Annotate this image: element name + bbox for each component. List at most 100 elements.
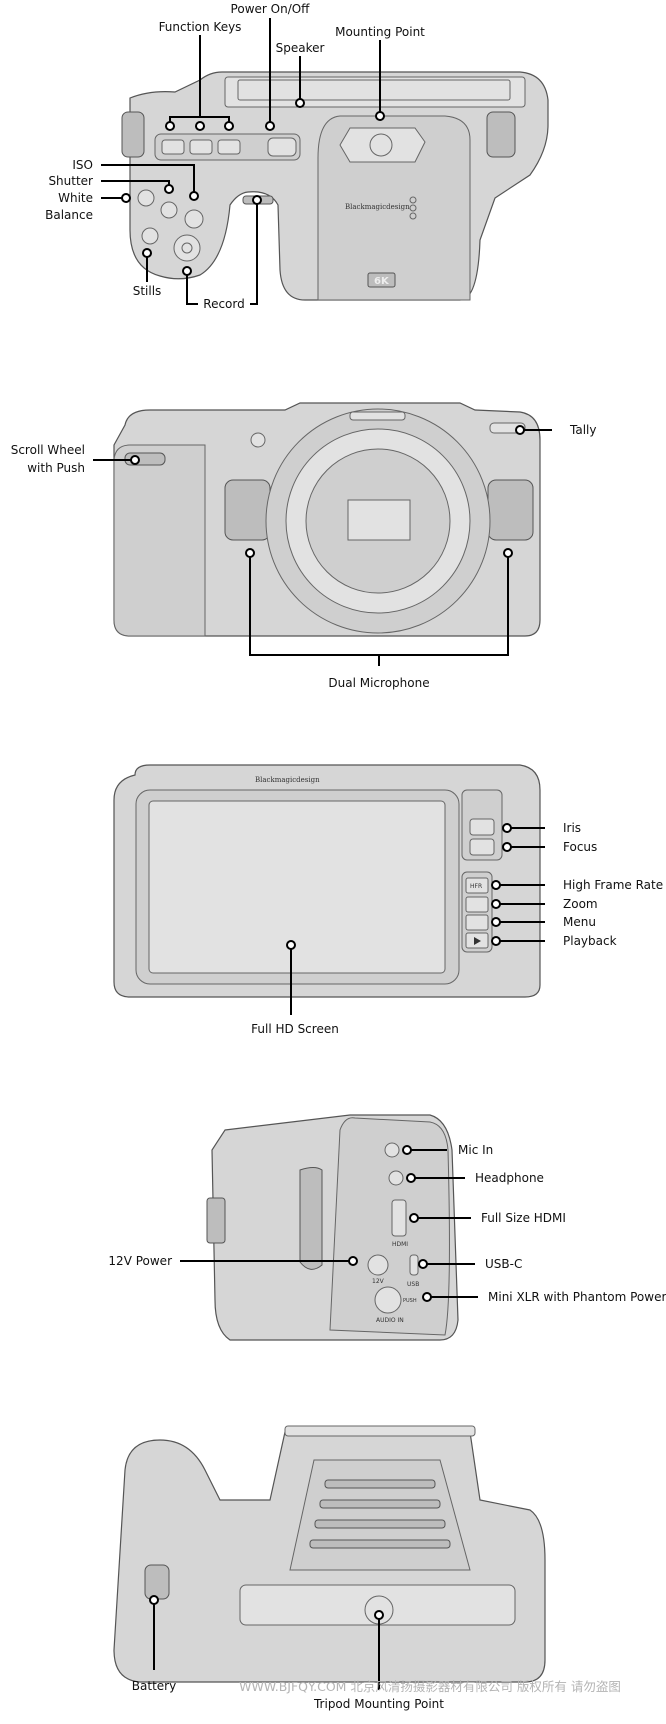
label-full-hd-screen: Full HD Screen	[251, 1022, 339, 1036]
back-brand-text: Blackmagicdesign	[255, 776, 320, 784]
hfr-button[interactable]	[465, 877, 489, 894]
brand-dot	[409, 204, 417, 212]
leader-side-ports	[180, 1149, 478, 1298]
label-mini-xlr: Mini XLR with Phantom Power	[488, 1290, 666, 1304]
power-switch[interactable]	[267, 137, 297, 157]
callout-zoom	[491, 899, 501, 909]
label-speaker: Speaker	[276, 41, 325, 55]
hdmi-port[interactable]	[391, 1199, 407, 1237]
leader-iso	[101, 164, 195, 196]
label-high-frame-rate: High Frame Rate	[563, 878, 663, 892]
brand-dot	[409, 196, 417, 204]
record-button-center	[181, 242, 193, 254]
vent-area	[289, 1459, 471, 1571]
focus-button[interactable]	[469, 838, 495, 856]
label-with-push: with Push	[27, 461, 85, 475]
top-view: Blackmagicdesign 6K	[45, 2, 549, 311]
label-scroll-wheel: Scroll Wheel	[11, 443, 85, 457]
callout-record-2	[252, 195, 262, 205]
top-screen-inner	[237, 79, 511, 101]
side-grille	[299, 1167, 323, 1270]
6k-badge-text: 6K	[374, 276, 390, 287]
label-balance: Balance	[45, 208, 93, 222]
callout-mounting-point	[375, 111, 385, 121]
leader-back-buttons	[496, 827, 545, 942]
function-key-1[interactable]	[161, 139, 185, 155]
callout-record	[182, 266, 192, 276]
sensor	[347, 499, 411, 541]
label-headphone: Headphone	[475, 1171, 544, 1185]
mic-grille-right	[487, 479, 534, 541]
callout-mic-left	[245, 548, 255, 558]
hdmi-port-text: HDMI	[392, 1241, 408, 1248]
label-power: Power On/Off	[231, 2, 311, 16]
bottom-top-edge	[284, 1425, 476, 1437]
label-record: Record	[203, 297, 244, 311]
label-mic-in: Mic In	[458, 1143, 493, 1157]
label-battery: Battery	[132, 1679, 176, 1693]
brand-logo-text: Blackmagicdesign	[345, 203, 410, 211]
leader-record-2	[250, 200, 258, 305]
stills-button[interactable]	[141, 227, 159, 245]
play-icon	[474, 937, 481, 945]
callout-shutter	[164, 184, 174, 194]
12v-port[interactable]	[367, 1254, 389, 1276]
callout-usb-c	[418, 1259, 428, 1269]
callout-playback	[491, 936, 501, 946]
callout-hdmi	[409, 1213, 419, 1223]
usb-port-text: USB	[407, 1281, 419, 1288]
callout-12v	[348, 1256, 358, 1266]
iso-button[interactable]	[184, 209, 204, 229]
mic-grille-left	[224, 479, 271, 541]
callout-mic-right	[503, 548, 513, 558]
headphone-port[interactable]	[388, 1170, 404, 1186]
mini-xlr-port[interactable]	[374, 1286, 402, 1314]
iris-button[interactable]	[469, 818, 495, 836]
label-stills: Stills	[133, 284, 162, 298]
function-key-2[interactable]	[189, 139, 213, 155]
brand-dot	[409, 212, 417, 220]
battery-door-latch[interactable]	[144, 1564, 170, 1600]
white-balance-button[interactable]	[137, 189, 155, 207]
front-button	[250, 432, 266, 448]
full-hd-screen[interactable]	[148, 800, 446, 974]
leader-record	[186, 271, 198, 305]
callout-mic-in	[402, 1145, 412, 1155]
record-button[interactable]	[173, 234, 201, 262]
callout-iso	[189, 191, 199, 201]
callout-headphone	[406, 1173, 416, 1183]
label-iris: Iris	[563, 821, 581, 835]
shutter-button[interactable]	[160, 201, 178, 219]
zoom-button[interactable]	[465, 896, 489, 913]
function-key-3[interactable]	[217, 139, 241, 155]
label-dual-microphone: Dual Microphone	[328, 676, 429, 690]
label-shutter: Shutter	[48, 174, 93, 188]
callout-iris	[502, 823, 512, 833]
callout-power	[265, 121, 275, 131]
audio-in-text: AUDIO IN	[376, 1317, 404, 1324]
vent-grille	[309, 1479, 451, 1549]
12v-port-text: 12V	[372, 1278, 385, 1285]
label-iso: ISO	[72, 158, 93, 172]
callout-fn2	[195, 121, 205, 131]
label-12v-power: 12V Power	[108, 1254, 172, 1268]
label-function-keys: Function Keys	[159, 20, 242, 34]
label-white: White	[58, 191, 93, 205]
front-view: Tally Scroll Wheel with Push Dual Microp…	[11, 402, 596, 690]
side-mount	[206, 1197, 226, 1244]
usb-c-port[interactable]	[409, 1254, 419, 1276]
label-usb-c: USB-C	[485, 1257, 522, 1271]
watermark: WWW.BJFQY.COM 北京风清扬摄影器材有限公司 版权所有 请勿盗图	[239, 1679, 621, 1694]
bottom-view: Battery WWW.BJFQY.COM 北京风清扬摄影器材有限公司 版权所有…	[113, 1425, 621, 1711]
label-tally: Tally	[569, 423, 596, 437]
callout-screen	[286, 940, 296, 950]
menu-button[interactable]	[465, 914, 489, 931]
mic-in-port[interactable]	[384, 1142, 400, 1158]
label-full-size-hdmi: Full Size HDMI	[481, 1211, 566, 1225]
callout-tripod	[374, 1610, 384, 1620]
callout-stills	[142, 248, 152, 258]
callout-fn3	[224, 121, 234, 131]
label-tripod-mounting-point: Tripod Mounting Point	[313, 1697, 444, 1711]
callout-focus	[502, 842, 512, 852]
